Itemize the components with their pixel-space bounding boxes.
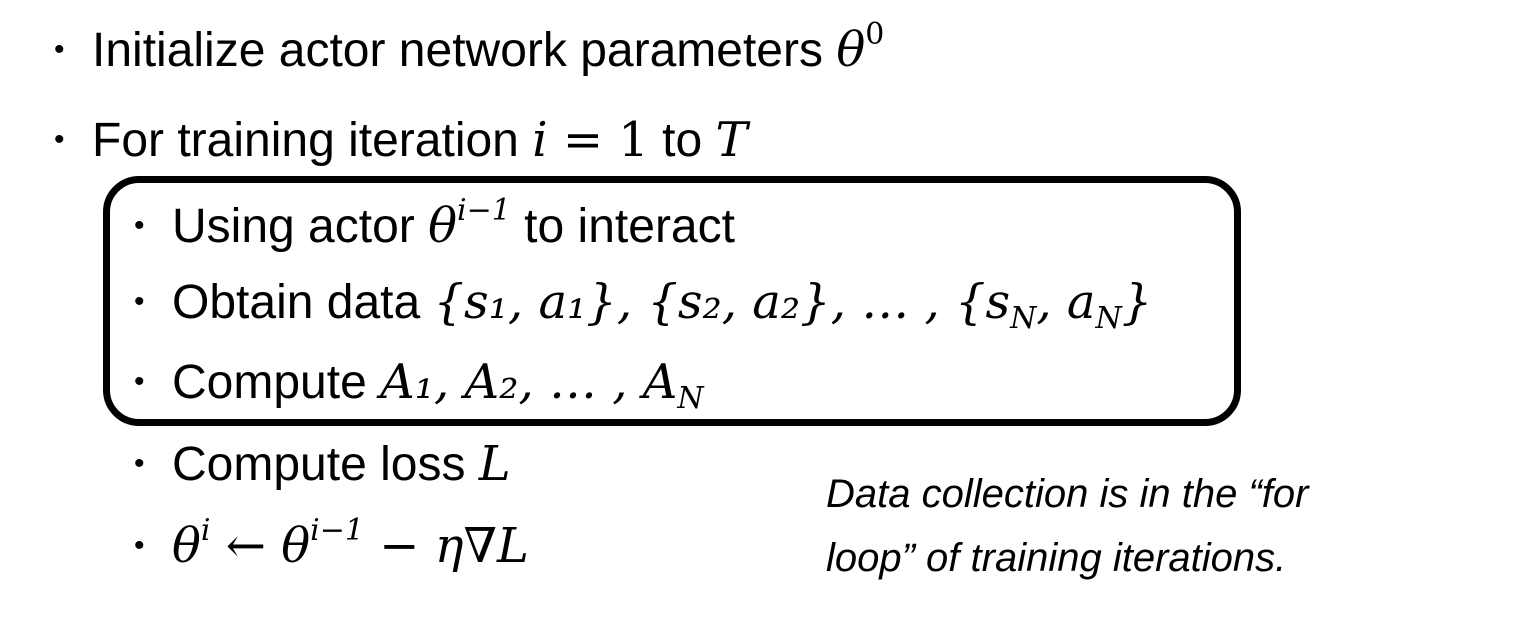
math-subscript: N (677, 381, 704, 416)
math-subscript: N (1095, 301, 1122, 336)
math-T: T (715, 112, 748, 168)
bullet-text: Initialize actor network parameters θ0 (92, 20, 884, 81)
bullet-dot: • (54, 33, 65, 66)
bullet-text: Using actor θi−1 to interact (172, 196, 735, 257)
bullet-dot: • (54, 123, 65, 156)
math-data-pairs: {s₁, a₁}, {s₂, a₂}, … , {s (433, 274, 1011, 330)
side-note-line-1: Data collection is in the “for (826, 472, 1309, 516)
bullet-dot: • (134, 365, 145, 398)
math-subscript: N (1010, 301, 1037, 336)
item-text: Compute loss (172, 438, 479, 491)
math-data-mid: , a (1036, 274, 1096, 330)
item-text: Obtain data (172, 276, 434, 329)
bullet-dot: • (134, 529, 145, 562)
side-note-line-2: loop” of training iterations. (826, 536, 1287, 580)
bullet-dot: • (134, 447, 145, 480)
data-collection-box (103, 176, 1241, 426)
item-text: Using actor (172, 200, 429, 253)
item-text-to: to (648, 114, 716, 167)
bullet-text: Obtain data {s₁, a₁}, {s₂, a₂}, … , {sN,… (172, 272, 1153, 336)
math-equals-one: = 1 (547, 112, 649, 168)
math-theta: θ (428, 198, 458, 254)
math-arrow: ← (210, 518, 282, 574)
math-theta-new: θ (172, 518, 201, 574)
math-theta-old: θ (281, 518, 311, 574)
bullet-text: For training iteration i = 1 to T (92, 110, 748, 171)
math-superscript: i−1 (457, 193, 511, 228)
item-text-after: to interact (510, 200, 735, 253)
math-data-end: } (1121, 274, 1153, 330)
math-L: L (478, 436, 511, 492)
bullet-text: θi ← θi−1 − η∇L (172, 516, 529, 577)
math-superscript: i (200, 513, 211, 548)
math-gradient-step: − η∇L (363, 518, 529, 574)
bullet-text: Compute loss L (172, 434, 511, 495)
bullet-dot: • (134, 285, 145, 318)
math-superscript: i−1 (310, 513, 364, 548)
item-text: Initialize actor network parameters (92, 24, 837, 77)
item-text: Compute (172, 356, 381, 409)
math-i: i (532, 112, 548, 168)
side-note: Data collection is in the “for loop” of … (826, 462, 1486, 590)
math-superscript: 0 (865, 17, 885, 52)
bullet-dot: • (134, 209, 145, 242)
item-text: For training iteration (92, 114, 533, 167)
bullet-text: Compute A₁, A₂, … , AN (172, 352, 704, 416)
math-advantages: A₁, A₂, … , A (380, 354, 678, 410)
math-theta: θ (836, 22, 866, 78)
